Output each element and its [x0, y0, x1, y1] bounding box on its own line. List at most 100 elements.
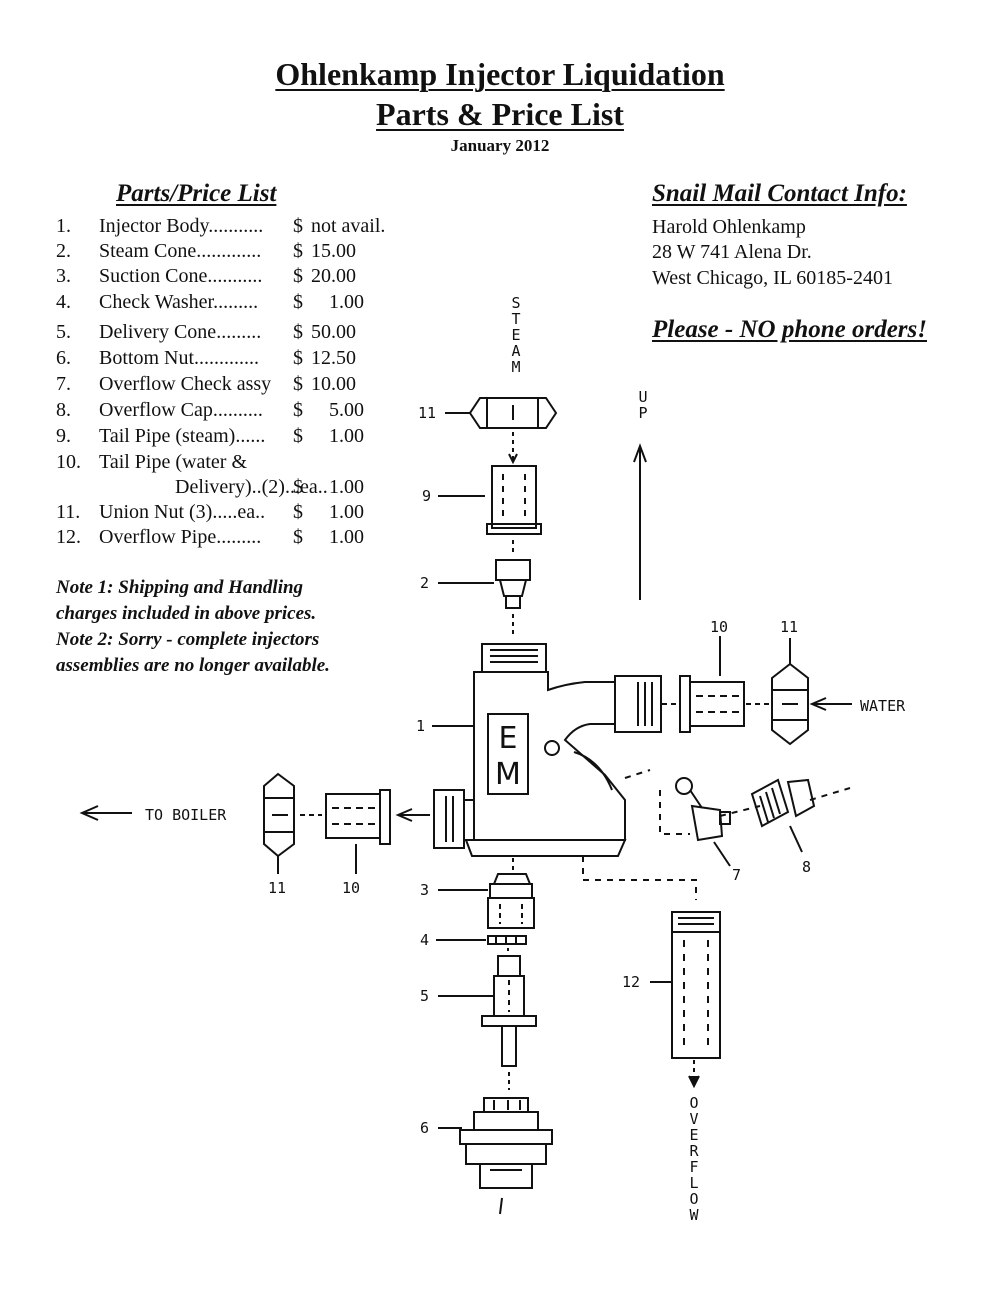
part-num: 12.	[56, 526, 81, 548]
contact-street: 28 W 741 Alena Dr.	[652, 241, 812, 263]
note-line: Note 1: Shipping and Handling	[56, 577, 304, 598]
part-desc: Tail Pipe (steam)......	[99, 425, 266, 447]
part-price: 1.00	[329, 291, 364, 313]
part-desc: Suction Cone...........	[99, 265, 263, 287]
tail-pipe-water	[679, 675, 745, 733]
part-desc: Overflow Pipe.........	[99, 526, 262, 548]
part-num: 3.	[56, 265, 71, 287]
part-cur: $	[293, 399, 303, 421]
part-cur: $	[293, 215, 303, 237]
part-price: 5.00	[329, 399, 364, 421]
callout-9: 9	[422, 487, 431, 505]
contact-name: Harold Ohlenkamp	[652, 216, 806, 238]
callout-5: 5	[420, 987, 429, 1005]
document-title: Ohlenkamp Injector Liquidation	[275, 56, 725, 92]
part-cur: $	[293, 321, 303, 343]
part-cur: $	[293, 373, 303, 395]
part-desc: Steam Cone.............	[99, 240, 262, 262]
part-cur: $	[293, 526, 303, 548]
overflow-check-assy	[675, 777, 731, 842]
tail-pipe-delivery	[325, 789, 391, 845]
part-cur: $	[293, 291, 303, 313]
union-nut-boiler	[263, 772, 295, 858]
part-num: 5.	[56, 321, 71, 343]
callout-7: 7	[732, 866, 741, 884]
part-price: 15.00	[311, 240, 356, 262]
union-nut-top	[468, 397, 558, 429]
document-date: January 2012	[450, 136, 550, 155]
part-price: not avail.	[311, 215, 386, 237]
part-price: 1.00	[329, 425, 364, 447]
part-cur: $	[293, 240, 303, 262]
callout-2: 2	[420, 574, 429, 592]
callout-1: 1	[416, 717, 425, 735]
callout-3: 3	[420, 881, 429, 899]
part-cur: $	[293, 501, 303, 523]
contact-heading: Snail Mail Contact Info:	[652, 180, 907, 207]
part-num: 6.	[56, 347, 71, 369]
body-letter-m: M	[495, 757, 521, 792]
part-cur: $	[293, 476, 303, 498]
tail-pipe-steam	[486, 465, 542, 535]
part-price: 20.00	[311, 265, 356, 287]
part-desc: Injector Body...........	[99, 215, 264, 237]
water-label: WATER	[860, 697, 906, 715]
part-desc: Delivery Cone.........	[99, 321, 262, 343]
part-num: 8.	[56, 399, 71, 421]
part-num: 9.	[56, 425, 71, 447]
injector-body	[433, 643, 662, 857]
to-boiler-label: TO BOILER	[145, 806, 227, 824]
callout-12: 12	[622, 973, 640, 991]
callout-10-water: 10	[710, 618, 728, 636]
callout-11-boiler: 11	[268, 879, 286, 897]
overflow-cap	[750, 778, 816, 828]
callout-10-boiler: 10	[342, 879, 360, 897]
part-desc: Overflow Check assy	[99, 373, 272, 395]
check-washer	[487, 935, 527, 945]
document-subtitle: Parts & Price List	[376, 96, 624, 132]
contact-city: West Chicago, IL 60185-2401	[652, 267, 893, 289]
part-price: 10.00	[311, 373, 356, 395]
part-price: 1.00	[329, 501, 364, 523]
callout-11-top: 11	[418, 404, 436, 422]
part-cur: $	[293, 265, 303, 287]
overflow-pipe	[671, 911, 721, 1059]
part-desc: Tail Pipe (water &	[99, 451, 247, 473]
part-price: 1.00	[329, 526, 364, 548]
no-phone-orders-notice: Please - NO phone orders!	[652, 316, 927, 343]
part-desc: Overflow Cap..........	[99, 399, 263, 421]
note-line: assemblies are no longer available.	[56, 655, 330, 676]
part-desc: Bottom Nut.............	[99, 347, 260, 369]
part-price: 50.00	[311, 321, 356, 343]
part-num: 1.	[56, 215, 71, 237]
callout-4: 4	[420, 931, 429, 949]
callout-8: 8	[802, 858, 811, 876]
part-desc: Check Washer.........	[99, 291, 259, 313]
part-desc: Union Nut (3).....ea..	[99, 501, 266, 523]
part-num: 4.	[56, 291, 71, 313]
part-cur: $	[293, 347, 303, 369]
callout-11-water: 11	[780, 618, 798, 636]
suction-cone	[487, 873, 535, 929]
part-num: 11.	[56, 501, 81, 523]
note-line: charges included in above prices.	[56, 603, 317, 624]
part-cur: $	[293, 425, 303, 447]
part-num: 10.	[56, 451, 81, 473]
part-desc: Delivery)..(2)...ea..	[175, 476, 328, 498]
part-price: 1.00	[329, 476, 364, 498]
parts-list-heading: Parts/Price List	[116, 180, 277, 207]
note-line: Note 2: Sorry - complete injectors	[56, 629, 320, 650]
part-num: 2.	[56, 240, 71, 262]
body-letter-e: E	[499, 721, 518, 756]
steam-cone	[495, 559, 531, 609]
callout-6: 6	[420, 1119, 429, 1137]
part-price: 12.50	[311, 347, 356, 369]
delivery-cone	[481, 955, 537, 1067]
